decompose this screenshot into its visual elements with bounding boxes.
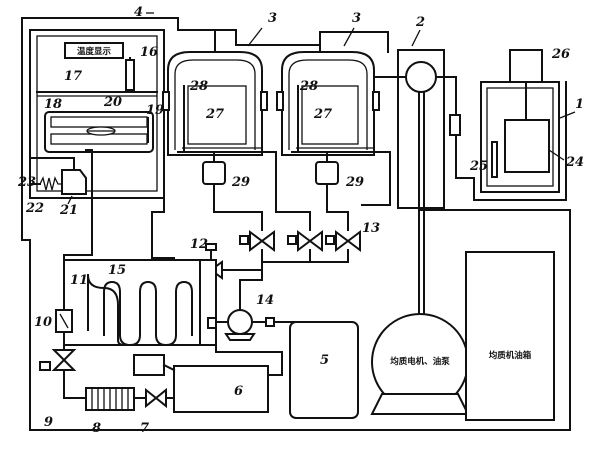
label-17: 17 [64, 69, 82, 84]
pipe-vessel1-return [269, 151, 311, 231]
label-9: 9 [44, 415, 53, 430]
label-16: 16 [140, 45, 158, 60]
leader-24 [548, 149, 565, 161]
inline-filter [449, 114, 461, 136]
label-1: 1 [575, 97, 584, 112]
label-13: 13 [362, 221, 380, 236]
label-28-left: 28 [189, 79, 208, 94]
tank-1-inner [486, 87, 554, 187]
valve-left [239, 230, 275, 252]
chamber-feed-pipe [151, 195, 201, 271]
label-3-left: 3 [268, 11, 277, 26]
thermometer-25 [491, 141, 498, 178]
tank-feed-pipe [455, 81, 567, 201]
leader-2 [411, 29, 421, 47]
outer-frame-line [21, 17, 571, 431]
label-6: 6 [234, 384, 243, 399]
valve-9-actuator [39, 361, 51, 371]
label-15: 15 [108, 263, 126, 278]
label-20: 20 [103, 95, 122, 110]
pipe-vessel2-return [361, 151, 391, 206]
pipe-vessel2-down [326, 183, 349, 231]
valve-7 [145, 387, 167, 409]
label-14: 14 [256, 293, 274, 308]
label-8: 8 [92, 421, 101, 436]
motor-pump-label: 均质电机、油泵 [390, 356, 450, 367]
label-27-right: 27 [313, 107, 332, 122]
label-25: 25 [469, 159, 488, 174]
label-11: 11 [70, 273, 88, 288]
compressor-head [133, 354, 165, 376]
label-5: 5 [320, 353, 329, 368]
pipe-vessel1-down [213, 183, 263, 231]
label-29-left: 29 [231, 175, 250, 190]
label-21: 21 [59, 203, 78, 218]
vessel-3-left [162, 51, 271, 185]
label-3-right: 3 [352, 11, 361, 26]
label-12: 12 [190, 237, 208, 252]
valve-9 [51, 349, 77, 371]
pump-14 [227, 309, 253, 335]
sensor-16 [125, 59, 135, 91]
pump-14-riser [239, 261, 263, 311]
leader-1 [559, 111, 576, 119]
compressor-6-pipes [162, 363, 176, 399]
spring-22 [39, 176, 62, 191]
label-27-left: 27 [205, 107, 224, 122]
temp-display-box [64, 42, 124, 59]
valve-12-out [221, 261, 263, 271]
valve-collector-pipe [261, 249, 349, 263]
motor-base [370, 393, 470, 415]
label-28-right: 28 [299, 79, 318, 94]
label-10: 10 [34, 315, 52, 330]
pump-2 [405, 61, 437, 93]
leader-21 [67, 195, 73, 205]
oil-tank-label: 均质机油箱 [489, 350, 532, 361]
heater-21-pipe [29, 157, 75, 171]
leader-3-left [247, 27, 263, 47]
label-24: 24 [565, 155, 584, 170]
label-26: 26 [551, 47, 570, 62]
compressor-6 [173, 365, 269, 413]
motor-shaft-link [418, 284, 425, 315]
label-23: 23 [17, 175, 36, 190]
condenser-coil-a [86, 273, 126, 347]
tank-5 [289, 321, 359, 419]
pump-outlet-pipe [435, 76, 457, 179]
pump-14-valve [265, 317, 275, 327]
label-22: 22 [25, 201, 44, 216]
valve-center [287, 230, 323, 252]
pump-14-base [224, 333, 256, 341]
compressor-6-discharge [215, 344, 283, 376]
temp-display-label: 温度显示 [77, 46, 112, 57]
heater-21 [61, 169, 87, 195]
condenser-coil-15 [103, 280, 193, 347]
valve-13 [325, 230, 361, 252]
motor-26 [509, 49, 543, 83]
stirrer-24 [504, 119, 550, 173]
chamber-drain-pipe [63, 149, 93, 256]
pipe-9-to-8 [63, 369, 87, 399]
filter-dryer-8-fins [91, 388, 129, 410]
leader-3-right [343, 27, 355, 47]
vessel-3-right [276, 51, 383, 185]
label-7: 7 [140, 421, 149, 436]
label-2: 2 [415, 15, 425, 30]
label-29-right: 29 [345, 175, 364, 190]
top-manifold-pipe [177, 29, 389, 53]
sight-glass-10-mark [59, 313, 69, 329]
label-19: 19 [146, 103, 164, 118]
label-4: 4 [134, 5, 143, 20]
chamber-4-inner-wall [36, 35, 158, 192]
label-18: 18 [44, 97, 62, 112]
homogenizer-oil-tank [465, 251, 555, 421]
condenser-port [207, 317, 217, 329]
